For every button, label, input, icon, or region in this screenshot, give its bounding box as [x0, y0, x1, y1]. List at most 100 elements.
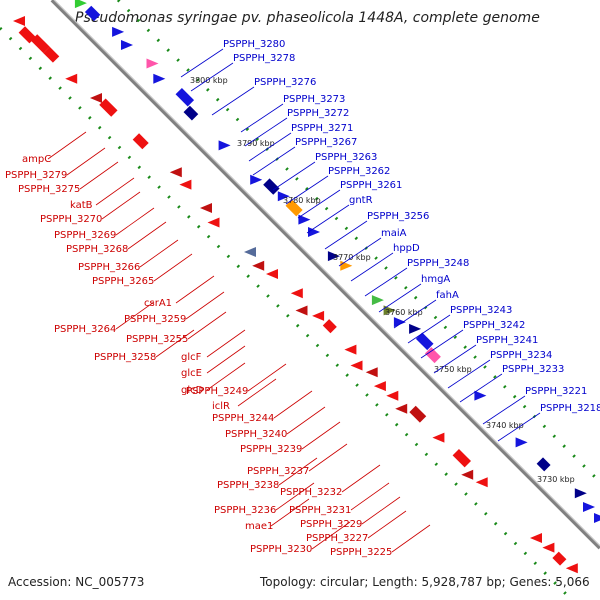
- gene-label-forward: gntR: [349, 195, 373, 206]
- gene-label-reverse: PSPPH_3232: [280, 487, 342, 498]
- gene-label-forward: PSPPH_3242: [463, 320, 525, 331]
- backbone-line: [50, 0, 600, 550]
- gene-arrow-reverse: [530, 533, 542, 543]
- gene-arrow-reverse: [169, 167, 182, 178]
- callout-line: [155, 329, 195, 358]
- gene-arrow-forward: [153, 73, 166, 84]
- gene-block: [415, 332, 434, 351]
- gene-arrow-reverse: [542, 542, 555, 553]
- callout-line: [367, 510, 407, 539]
- gene-label-reverse: glcD: [181, 385, 204, 396]
- gene-arrow-forward: [474, 390, 487, 401]
- gene-label-forward: PSPPH_3233: [502, 364, 564, 375]
- callout-line: [482, 395, 526, 425]
- gene-block: [263, 178, 280, 195]
- callout-line: [237, 378, 277, 407]
- gene-block: [452, 449, 471, 468]
- gene-arrow-forward: [74, 0, 87, 9]
- callout-line: [252, 146, 296, 176]
- gene-label-reverse: PSPPH_3269: [54, 230, 116, 241]
- gene-label-forward: PSPPH_3263: [315, 152, 377, 163]
- tick-label: 3790 kbp: [237, 139, 275, 148]
- callout-line: [407, 314, 451, 344]
- callout-line: [341, 464, 381, 493]
- gene-block: [175, 87, 195, 107]
- gene-label-forward: PSPPH_3273: [283, 94, 345, 105]
- gene-arrow-forward: [250, 174, 263, 185]
- backbone-highlight: [53, 0, 600, 547]
- callout-line: [497, 412, 541, 442]
- gene-label-reverse: PSPPH_3279: [5, 170, 67, 181]
- callout-line: [297, 189, 341, 219]
- gene-label-reverse: ampC: [22, 154, 51, 165]
- callout-line: [115, 207, 155, 236]
- gene-arrow-reverse: [179, 179, 192, 190]
- callout-line: [275, 482, 315, 511]
- callout-line: [153, 253, 193, 282]
- gene-label-reverse: PSPPH_3239: [240, 444, 302, 455]
- callout-line: [324, 220, 368, 250]
- callout-line: [206, 345, 246, 374]
- gene-label-reverse: PSPPH_3268: [66, 244, 128, 255]
- callout-line: [378, 283, 422, 313]
- gene-label-reverse: PSPPH_3227: [306, 533, 368, 544]
- callout-line: [272, 161, 316, 191]
- gene-label-reverse: katB: [70, 200, 93, 211]
- callout-line: [240, 103, 284, 133]
- gene-label-reverse: PSPPH_3249: [186, 386, 248, 397]
- gene-block: [424, 347, 441, 364]
- gene-arrow-forward: [121, 40, 133, 50]
- callout-line: [273, 390, 313, 419]
- gene-arrow-forward: [583, 502, 595, 512]
- callout-line: [391, 524, 431, 553]
- callout-line: [350, 482, 390, 511]
- gene-label-forward: PSPPH_3243: [450, 305, 512, 316]
- gene-label-reverse: PSPPH_3244: [212, 413, 274, 424]
- gene-label-reverse: PSPPH_3264: [54, 324, 116, 335]
- gene-arrow-reverse: [350, 360, 363, 371]
- callout-line: [301, 421, 341, 450]
- gene-label-reverse: csrA1: [144, 298, 172, 309]
- callout-line: [459, 373, 503, 403]
- gene-arrow-reverse: [90, 93, 102, 103]
- tick-label: 3740 kbp: [486, 421, 524, 430]
- callout-line: [187, 311, 227, 340]
- gene-arrow-forward: [146, 58, 159, 69]
- callout-line: [115, 301, 155, 330]
- gene-block: [99, 98, 118, 117]
- callout-line: [248, 132, 292, 162]
- callout-line: [350, 252, 394, 282]
- gene-labels: PSPPH_3280PSPPH_3278PSPPH_3276PSPPH_3273…: [5, 39, 600, 558]
- gene-label-reverse: PSPPH_3275: [18, 184, 80, 195]
- callout-line: [270, 498, 310, 527]
- gene-arrow-reverse: [432, 432, 445, 443]
- gene-label-forward: PSPPH_3271: [291, 123, 353, 134]
- gene-arrow-reverse: [386, 390, 399, 401]
- gene-arrow-forward: [409, 323, 422, 334]
- gene-label-reverse: PSPPH_3259: [124, 314, 186, 325]
- gene-arrow-reverse: [266, 269, 278, 279]
- gene-label-forward: maiA: [381, 228, 407, 239]
- gene-label-forward: PSPPH_3267: [295, 137, 357, 148]
- gene-block: [285, 199, 303, 217]
- tick-label: 3750 kbp: [434, 365, 472, 374]
- gene-block: [18, 26, 36, 44]
- gene-label-forward: PSPPH_3221: [525, 386, 587, 397]
- tick-label: 3800 kbp: [190, 76, 228, 85]
- callout-line: [286, 406, 326, 435]
- gene-block: [552, 551, 567, 566]
- gene-arrow-forward: [112, 26, 125, 37]
- gene-block: [84, 5, 101, 22]
- gene-block: [183, 105, 199, 121]
- callout-line: [278, 457, 318, 486]
- gene-label-forward: PSPPH_3261: [340, 180, 402, 191]
- gene-block: [536, 457, 551, 472]
- gene-label-reverse: PSPPH_3270: [40, 214, 102, 225]
- gene-label-forward: hppD: [393, 243, 420, 254]
- callout-line: [361, 496, 401, 525]
- gene-label-reverse: glcE: [181, 368, 202, 379]
- gene-label-reverse: PSPPH_3258: [94, 352, 156, 363]
- gene-label-reverse: PSPPH_3240: [225, 429, 287, 440]
- gene-arrow-reverse: [290, 288, 303, 299]
